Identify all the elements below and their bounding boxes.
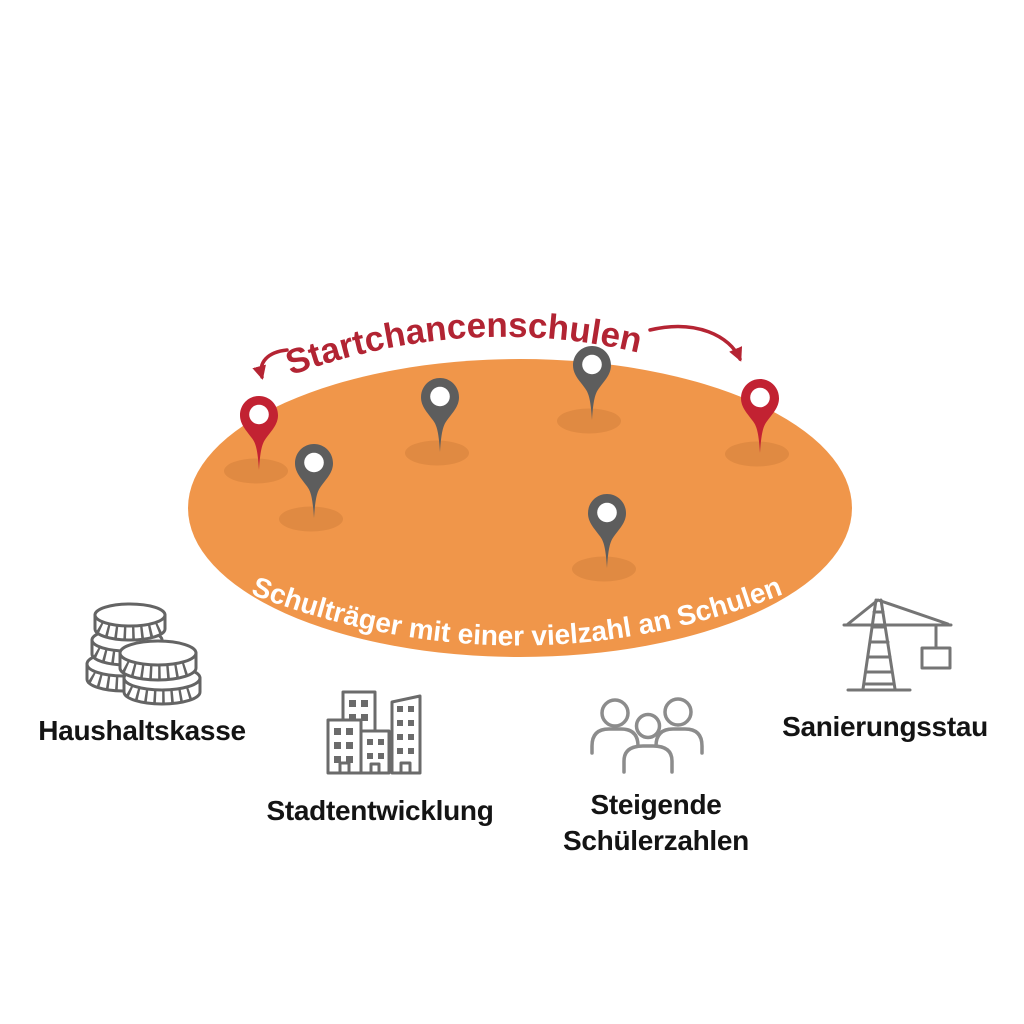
people-icon — [590, 697, 704, 774]
person-back-left-head — [600, 698, 630, 728]
crane-mast-rungs — [862, 610, 896, 686]
buildings-icon — [326, 690, 422, 775]
coin-front-top — [118, 639, 198, 682]
pin-shadow — [572, 556, 636, 582]
crane-load-box — [920, 646, 952, 670]
pin-shadow — [557, 408, 621, 434]
pin-shadow — [224, 458, 288, 484]
crane-mast-left — [861, 598, 878, 691]
coins-icon — [85, 602, 202, 706]
callout-arrow-left — [252, 348, 289, 380]
pin-shadows-layer — [224, 408, 789, 582]
building-middle-door — [369, 762, 381, 775]
factor-label-haushaltskasse: Haushaltskasse — [38, 715, 246, 746]
crane-jib-triangle — [846, 598, 950, 626]
factor-label-steigende-schuelerzahlen: Steigende Schülerzahlen — [563, 789, 749, 856]
person-front-shoulders — [622, 744, 674, 774]
building-front-left-door — [338, 761, 351, 775]
callout-arrow-right — [648, 324, 743, 362]
factor-label-sanierungsstau: Sanierungsstau — [782, 711, 988, 742]
pin-shadow — [405, 440, 469, 466]
coin-back-top — [93, 602, 167, 642]
crane-mast-right — [879, 598, 897, 691]
schultraeger-ellipse — [188, 359, 852, 657]
pin-shadow — [725, 441, 789, 467]
person-back-right-head — [663, 697, 693, 727]
factor-label-stadtentwicklung: Stadtentwicklung — [266, 795, 494, 826]
person-front-head — [634, 712, 662, 740]
building-right-door — [399, 761, 412, 775]
pin-shadow — [279, 506, 343, 532]
person-back-left-shoulders — [590, 727, 640, 755]
person-back-right-shoulders — [654, 727, 704, 755]
building-right — [390, 694, 422, 775]
crane-icon — [842, 598, 953, 692]
